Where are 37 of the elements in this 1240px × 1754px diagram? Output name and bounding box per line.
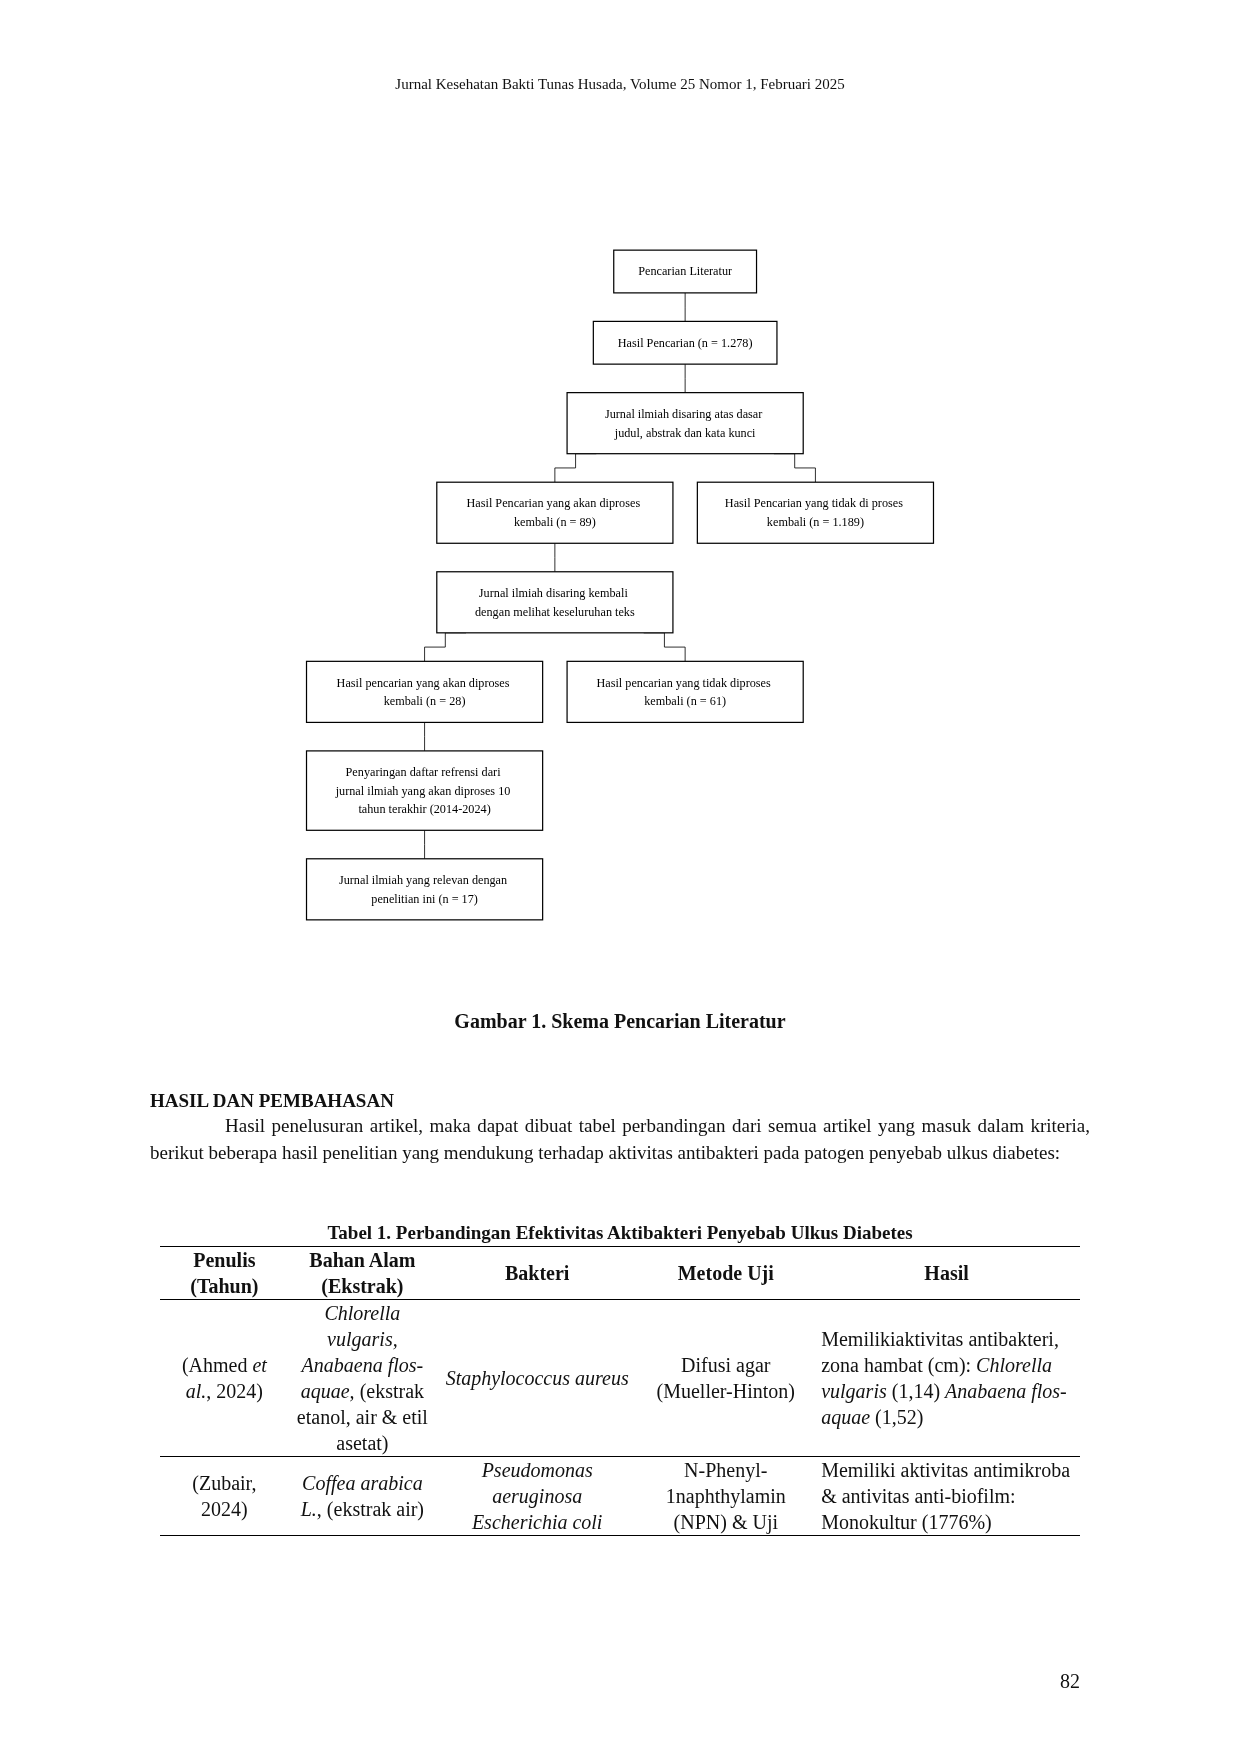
connector	[684, 363, 686, 394]
connector	[684, 292, 686, 322]
running-header: Jurnal Kesehatan Bakti Tunas Husada, Volume 25 Nomor 1, Februari 2025	[394, 76, 846, 93]
table-entry: Pseudomonas aeruginosa Escherichia coli	[436, 1456, 639, 1536]
table-title: Tabel 1. Perbandingan Efektivitas Aktibakteri Penyebab Ulkus Diabetes	[326, 1222, 914, 1244]
table-entry: Staphylococcus aureus	[436, 1299, 639, 1457]
section-heading: HASIL DAN PEMBAHASAN	[150, 1090, 394, 1112]
page-number: 82	[1060, 1670, 1080, 1693]
column-header: Bahan Alam (Ekstrak)	[288, 1246, 436, 1300]
node-box	[305, 750, 544, 831]
column-header: Metode Uji	[638, 1246, 814, 1300]
table-entry: Memilikiaktivitas antibakteri, zona hambat (cm): Chlorella vulgaris (1,14) Anabaena flos-aquae (1,52)	[813, 1299, 1080, 1457]
node-box	[696, 481, 935, 544]
connector	[424, 722, 425, 752]
node-box	[566, 660, 804, 723]
column-header: Bakteri	[436, 1246, 639, 1300]
connector	[554, 542, 556, 573]
connector	[424, 829, 425, 860]
node-box	[436, 571, 674, 634]
node-box	[613, 249, 758, 294]
column-header: Penulis (Tahun)	[160, 1246, 289, 1300]
table-entry: Memiliki aktivitas antimikroba & antivitas anti-biofilm: Monokultur (1776%)	[813, 1456, 1080, 1536]
node-box	[305, 660, 544, 723]
node-box	[592, 320, 778, 365]
node-box	[305, 858, 544, 921]
figure-caption: Gambar 1. Skema Pencarian Literatur	[453, 1010, 787, 1033]
table-entry: Chlorella vulgaris, Anabaena flos-aquae, (ekstrak etanol, air & etil asetat)	[288, 1299, 436, 1457]
node-box	[436, 481, 674, 544]
table-entry: (Zubair, 2024)	[160, 1456, 289, 1536]
paragraph: Hasil penelusuran artikel, maka dapat dibuat tabel perbandingan dari semua artikel yang masuk dalam kriteria, berikut beberapa hasil penelitian yang mendukung terhadap aktivitas antibakteri pada patogen penyebab ulkus diabetes:	[150, 1114, 1090, 1165]
table-entry: (Ahmed et al., 2024)	[160, 1299, 289, 1457]
table-entry: N-Phenyl-1naphthylamin (NPN) & Uji	[638, 1456, 814, 1536]
table-entry: Difusi agar (Mueller-Hinton)	[638, 1299, 814, 1457]
flowchart: Pencarian Literatur Hasil Pencarian (n = 1.278) Jurnal ilmiah disaring atas dasar judul, abstrak dan kata kunci Hasil Pencarian yang akan diproses kembali (n = 89) Hasil Pencarian yang tidak di proses kembali (n = 1.189) Jurnal ilmiah disaring kembali dengan melihat keseluruhan teks Hasil pencarian yang akan diproses kembali (n = 28) Hasil pencarian yang tidak diproses kembali (n = 61) Penyaringan daftar refrensi dari jurnal ilmiah yang akan diproses 10 tahun terakhir (2014-2024) Jurnal ilmiah yang relevan dengan penelitian ini (n = 17)	[300, 170, 940, 1000]
node-box	[566, 392, 804, 455]
table-entry: Coffea arabica L., (ekstrak air)	[288, 1456, 436, 1536]
column-header: Hasil	[813, 1246, 1080, 1300]
